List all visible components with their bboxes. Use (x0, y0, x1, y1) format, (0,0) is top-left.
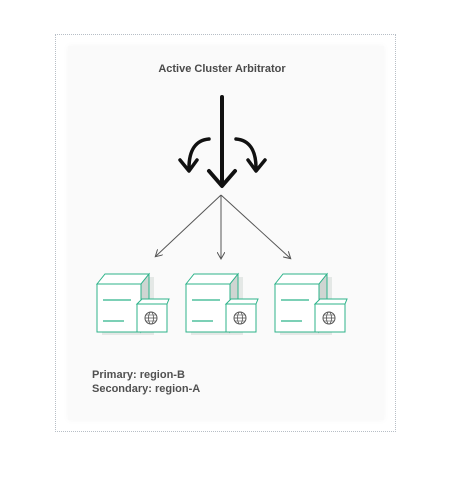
diagram-panel (68, 46, 384, 420)
connector-right (220, 194, 290, 258)
server-node-3 (273, 272, 348, 335)
server-node-1 (95, 272, 170, 335)
secondary-region-label: Secondary: region-A (92, 383, 201, 395)
globe-icon (313, 298, 348, 333)
diagram-title: Active Cluster Arbitrator (158, 63, 286, 75)
globe-icon (135, 298, 170, 333)
connectors (156, 194, 290, 258)
primary-region-label: Primary: region-B (92, 369, 185, 381)
globe-icon (224, 298, 259, 333)
region-labels: Primary: region-B Secondary: region-A (92, 368, 200, 396)
arbitrator-arrows-icon (178, 95, 267, 188)
connector-left (156, 194, 222, 256)
server-node-2 (184, 272, 259, 335)
